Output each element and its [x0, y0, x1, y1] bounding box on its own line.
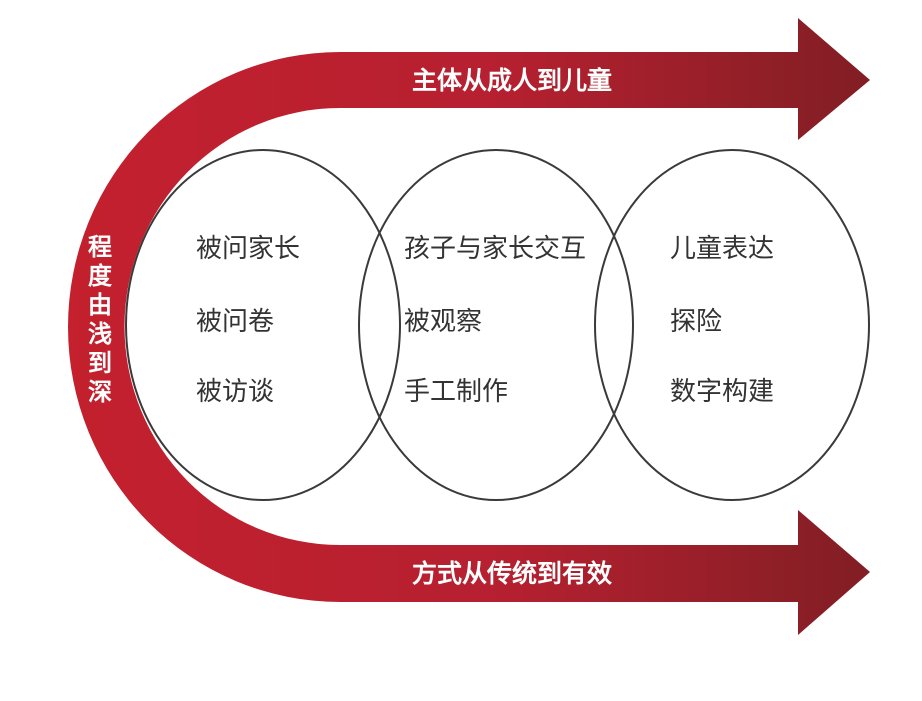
side-label-char: 深 [88, 378, 112, 406]
side-label-char: 程 [88, 233, 112, 261]
side-label: 程 度 由 浅 到 深 [88, 233, 113, 406]
group-item: 手工制作 [404, 377, 508, 407]
group-item: 被访谈 [196, 377, 274, 407]
group-item: 探险 [670, 307, 722, 337]
ellipse-interaction-stage [358, 149, 634, 501]
ellipse-adult-stage [125, 149, 401, 501]
group-item: 儿童表达 [670, 234, 774, 264]
group-item: 被观察 [404, 307, 482, 337]
group-item: 被问家长 [196, 234, 300, 264]
group-item: 数字构建 [670, 377, 774, 407]
group-interaction-items: 孩子与家长交互 被观察 手工制作 [404, 234, 586, 407]
u-arrow-band [68, 18, 870, 635]
group-item: 被问卷 [196, 307, 274, 337]
top-arrow-label: 主体从成人到儿童 [412, 66, 612, 95]
side-label-char: 到 [88, 349, 112, 377]
side-label-char: 度 [88, 262, 113, 290]
side-label-char: 浅 [88, 320, 112, 348]
side-label-char: 由 [88, 291, 112, 319]
bottom-arrow-label: 方式从传统到有效 [412, 559, 612, 588]
group-adult-items: 被问家长 被问卷 被访谈 [196, 234, 300, 407]
group-item: 孩子与家长交互 [404, 234, 586, 264]
ellipse-child-stage [594, 149, 870, 501]
group-child-items: 儿童表达 探险 数字构建 [670, 234, 774, 407]
